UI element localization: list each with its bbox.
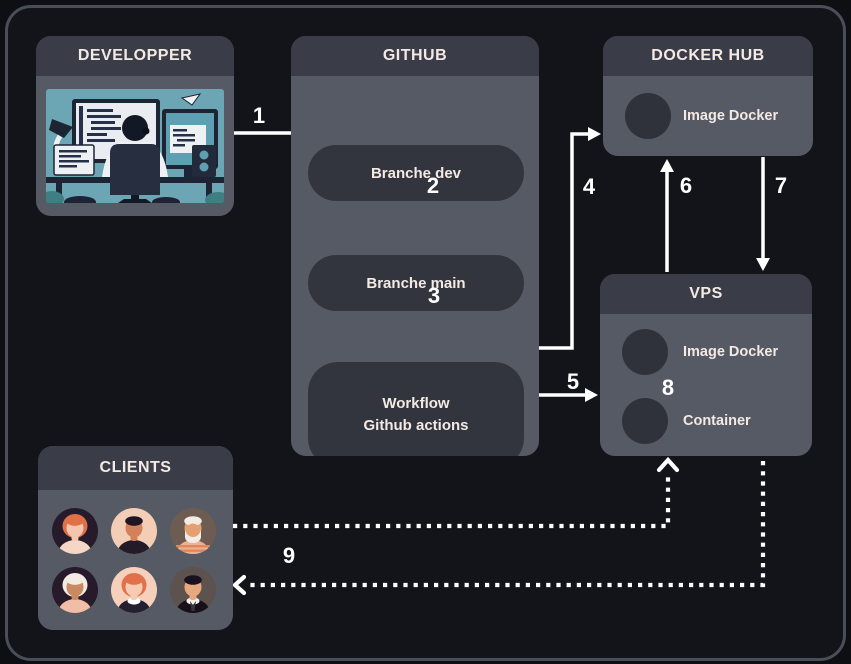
- vps-docker-image-icon: [622, 329, 668, 375]
- vps-container-icon: [622, 398, 668, 444]
- branche-dev-label: Branche dev: [370, 164, 462, 182]
- branche-main-label: Branche main: [366, 274, 466, 292]
- branche-main-node: Branche main: [308, 255, 524, 311]
- developer-box: DEVELOPPER: [36, 36, 234, 216]
- docker-hub-box-header: DOCKER HUB: [603, 36, 813, 76]
- developer-illustration: [46, 89, 224, 203]
- vps-box: VPS Image Docker Container: [600, 274, 812, 456]
- docker-hub-title: DOCKER HUB: [651, 47, 765, 64]
- arrow-label-1: 1: [252, 103, 266, 128]
- avatar-older-man-white-beard: [170, 508, 216, 554]
- avatar-woman-white-curly-hair: [52, 567, 98, 613]
- arrow-label-8: 8: [661, 375, 675, 400]
- developer-box-header: DEVELOPPER: [36, 36, 234, 76]
- workflow-label-line2: Github actions: [363, 417, 469, 434]
- vps-title: VPS: [689, 285, 723, 302]
- github-box: GITHUB Branche dev Branche main Workflow…: [291, 36, 539, 456]
- clients-avatar-grid: [38, 490, 233, 630]
- vps-container-label: Container: [683, 413, 751, 429]
- arrow-label-9: 9: [282, 543, 296, 568]
- docker-hub-box: DOCKER HUB Image Docker: [603, 36, 813, 156]
- workflow-github-actions-node: Workflow Github actions: [308, 362, 524, 456]
- arrow-label-5: 5: [566, 369, 580, 394]
- vps-box-header: VPS: [600, 274, 812, 314]
- branche-dev-node: Branche dev: [308, 145, 524, 201]
- docker-image-icon: [625, 93, 671, 139]
- arrow-label-6: 6: [679, 173, 693, 198]
- workflow-label-line1: Workflow: [382, 395, 450, 413]
- arrow-label-4: 4: [582, 174, 596, 199]
- dockerhub-image-docker-label: Image Docker: [683, 108, 779, 124]
- github-title: GITHUB: [382, 47, 448, 64]
- arrow-label-3: 3: [427, 283, 441, 308]
- arrow-label-2: 2: [426, 173, 440, 198]
- clients-box: CLIENTS: [38, 446, 233, 630]
- avatar-man-dark-hair: [111, 508, 157, 554]
- clients-title: CLIENTS: [99, 459, 172, 476]
- arrow-label-7: 7: [774, 173, 788, 198]
- clients-box-header: CLIENTS: [38, 446, 233, 490]
- avatar-man-black-suit: [170, 567, 216, 613]
- avatar-woman-orange-long-hair: [52, 508, 98, 554]
- avatar-woman-orange-bob-hair: [111, 567, 157, 613]
- github-box-header: GITHUB: [291, 36, 539, 76]
- vps-image-docker-label: Image Docker: [683, 344, 779, 360]
- developer-title: DEVELOPPER: [77, 47, 193, 64]
